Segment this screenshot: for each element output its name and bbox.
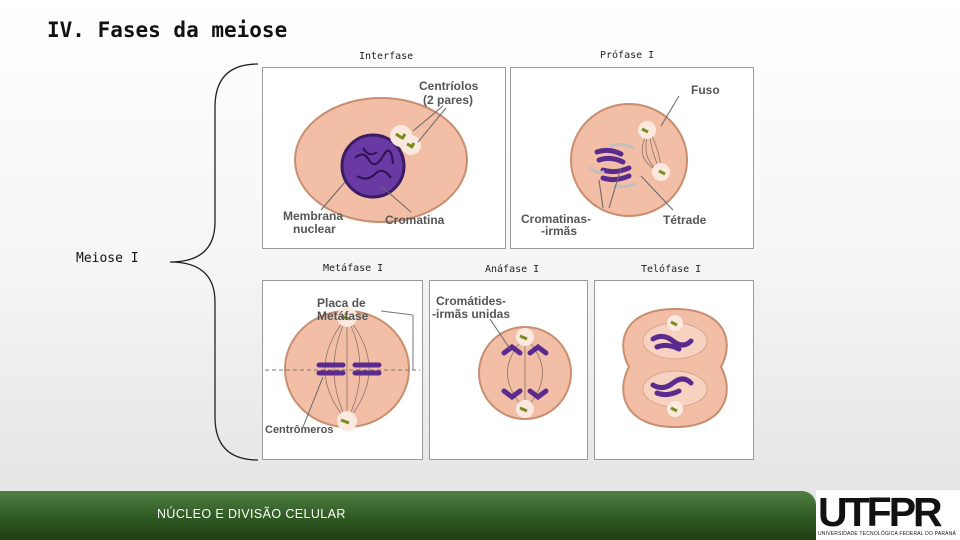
annotation: Centríolos [419,79,479,93]
annotation: Fuso [691,83,720,97]
annotation: Cromatina [385,213,445,227]
anafase-label: Anáfase I [485,264,540,275]
telofase-label: Telófase I [641,264,702,275]
meiose-i-label: Meiose I [76,251,139,266]
anafase-panel: Cromátides- -irmãs unidas [429,280,588,460]
profase-panel: Fuso Cromatinas- -irmãs Tétrade [510,67,754,249]
logo-subtitle: UNIVERSIDADE TECNOLÓGICA FEDERAL DO PARA… [818,531,957,537]
annotation: Cromátides- [436,294,506,308]
annotation: (2 pares) [423,93,473,107]
metafase-panel: Placa de Metáfase Centrômeros [262,280,423,460]
logo-text: UTFPR [818,489,943,535]
curly-brace [169,63,259,461]
annotation: -irmãs [541,224,577,238]
metafase-label: Metáfase I [323,263,384,274]
annotation: Placa de [317,296,366,310]
annotation: Membrana [283,209,343,223]
annotation: Cromatinas- [521,212,591,226]
footer-bar: NÚCLEO E DIVISÃO CELULAR [0,491,816,540]
annotation: -irmãs unidas [432,307,510,321]
footer-text: NÚCLEO E DIVISÃO CELULAR [157,507,346,521]
profase-label: Prófase I [600,50,655,61]
utfpr-logo: UTFPR UNIVERSIDADE TECNOLÓGICA FEDERAL D… [816,489,960,540]
slide-title: IV. Fases da meiose [47,18,288,42]
annotation: Centrômeros [265,424,333,436]
annotation: Metáfase [317,309,369,323]
interfase-label: Interfase [359,51,414,62]
annotation: nuclear [293,222,336,236]
telofase-panel [594,280,754,460]
annotation: Tétrade [663,213,707,227]
interfase-panel: Centríolos (2 pares) Membrana nuclear Cr… [262,67,506,249]
